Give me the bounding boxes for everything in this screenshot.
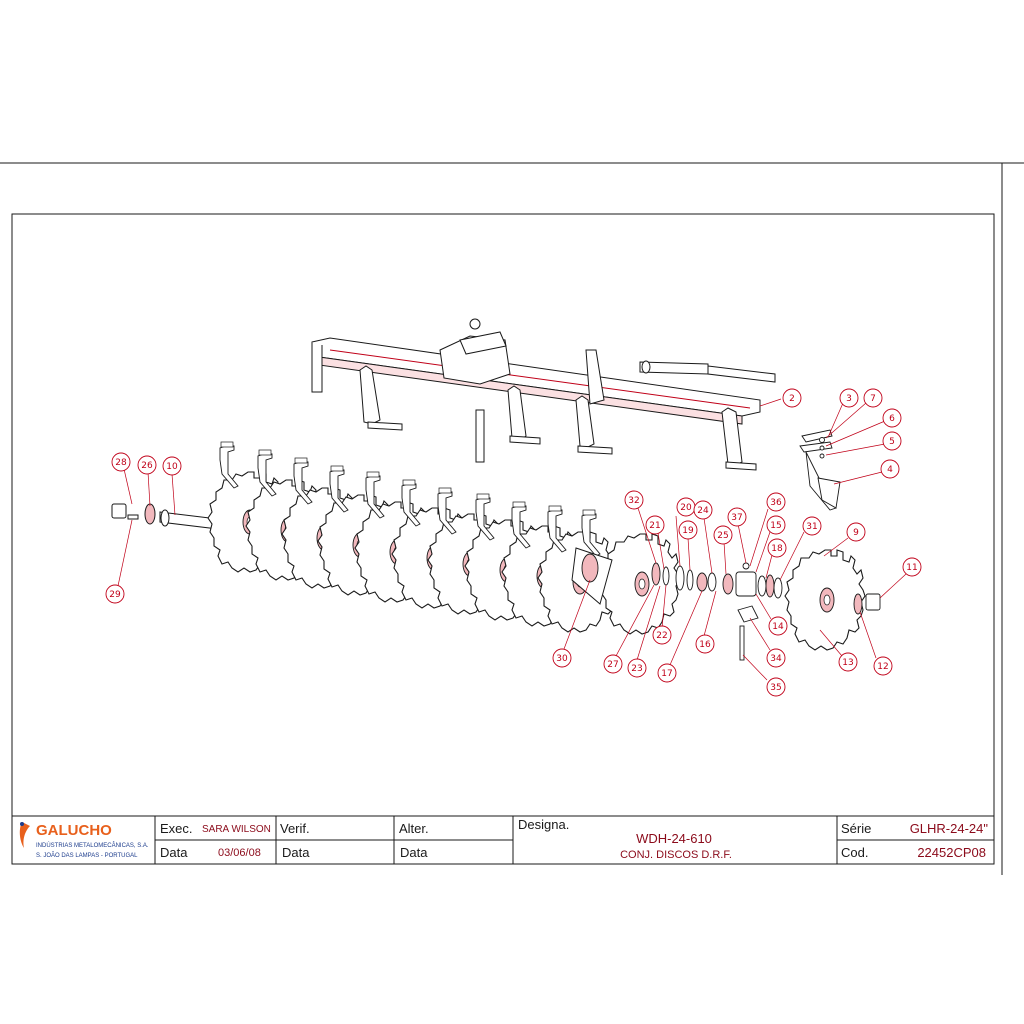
callout-label: 5 — [889, 437, 895, 447]
company-line-2: S. JOÃO DAS LAMPAS - PORTUGAL — [36, 852, 138, 859]
callout-label: 13 — [842, 658, 853, 668]
callout-21: 21 — [645, 515, 665, 535]
callout-label: 14 — [772, 622, 784, 632]
callout-label: 30 — [556, 654, 568, 664]
data-value-1: 03/06/08 — [218, 847, 261, 859]
callout-16: 16 — [695, 634, 715, 654]
callout-label: 25 — [717, 531, 728, 541]
callout-6: 6 — [882, 408, 902, 428]
callout-label: 3 — [846, 394, 852, 404]
callout-label: 20 — [680, 503, 692, 513]
callout-13: 13 — [838, 652, 858, 672]
callout-label: 24 — [697, 506, 709, 516]
callout-23: 23 — [627, 658, 647, 678]
callout-5: 5 — [882, 431, 902, 451]
callout-32: 32 — [624, 490, 644, 510]
data-label-2: Data — [282, 845, 310, 860]
callout-2: 2 — [782, 388, 802, 408]
cod-label: Cod. — [841, 845, 868, 860]
callout-11: 11 — [902, 557, 922, 577]
callout-label: 6 — [889, 414, 895, 424]
callout-label: 15 — [770, 521, 781, 531]
leader-lines — [117, 398, 907, 681]
callout-14: 14 — [768, 616, 788, 636]
callout-29: 29 — [105, 584, 125, 604]
callout-7: 7 — [863, 388, 883, 408]
toolbar-frame — [311, 318, 776, 471]
callout-19: 19 — [678, 520, 698, 540]
callout-36: 36 — [766, 492, 786, 512]
company-line-1: INDÚSTRIAS METALOMECÂNICAS, S.A. — [36, 842, 149, 849]
callout-4: 4 — [880, 459, 900, 479]
serie-label: Série — [841, 821, 871, 836]
callout-label: 17 — [661, 669, 672, 679]
callout-24: 24 — [693, 500, 713, 520]
verif-label: Verif. — [280, 821, 310, 836]
callout-label: 28 — [115, 458, 127, 468]
callout-label: 2 — [789, 394, 795, 404]
scraper-assembly — [799, 429, 841, 511]
callout-label: 9 — [853, 528, 859, 538]
cod-value: 22452CP08 — [917, 845, 986, 860]
exec-label: Exec. — [160, 821, 193, 836]
callout-label: 4 — [887, 465, 893, 475]
callout-37: 37 — [727, 507, 747, 527]
callout-label: 22 — [656, 631, 667, 641]
disc-gang — [207, 441, 866, 651]
serie-value: GLHR-24-24" — [910, 821, 989, 836]
callout-12: 12 — [873, 656, 893, 676]
callout-label: 18 — [771, 544, 783, 554]
callout-31: 31 — [802, 516, 822, 536]
callout-label: 10 — [166, 462, 178, 472]
callout-28: 28 — [111, 452, 131, 472]
callout-30: 30 — [552, 648, 572, 668]
callout-label: 23 — [631, 664, 642, 674]
callout-25: 25 — [713, 525, 733, 545]
callout-18: 18 — [767, 538, 787, 558]
designa-value-2: CONJ. DISCOS D.R.F. — [620, 849, 732, 861]
callout-label: 12 — [877, 662, 888, 672]
callout-label: 16 — [699, 640, 711, 650]
callout-label: 32 — [628, 496, 639, 506]
callout-label: 27 — [607, 660, 618, 670]
callout-label: 26 — [141, 461, 153, 471]
callout-label: 36 — [770, 498, 782, 508]
callout-3: 3 — [839, 388, 859, 408]
designa-value-1: WDH-24-610 — [636, 831, 712, 846]
callout-label: 35 — [770, 683, 781, 693]
logo-text: GALUCHO — [36, 822, 112, 839]
callout-label: 19 — [682, 526, 694, 536]
callout-label: 29 — [109, 590, 121, 600]
callout-10: 10 — [162, 456, 182, 476]
callout-17: 17 — [657, 663, 677, 683]
callout-9: 9 — [846, 522, 866, 542]
alter-label: Alter. — [399, 821, 429, 836]
callout-22: 22 — [652, 625, 672, 645]
exec-value: SARA WILSON — [202, 824, 271, 835]
callout-label: 11 — [906, 563, 917, 573]
callout-27: 27 — [603, 654, 623, 674]
callout-label: 37 — [731, 513, 742, 523]
callout-20: 20 — [676, 497, 696, 517]
bearing-assembly — [651, 562, 881, 661]
callout-34: 34 — [766, 648, 786, 668]
company-logo: GALUCHO INDÚSTRIAS METALOMECÂNICAS, S.A.… — [19, 822, 149, 859]
callout-label: 34 — [770, 654, 782, 664]
callout-26: 26 — [137, 455, 157, 475]
title-block: GALUCHO INDÚSTRIAS METALOMECÂNICAS, S.A.… — [11, 815, 995, 865]
callout-label: 7 — [870, 394, 876, 404]
callout-35: 35 — [766, 677, 786, 697]
data-label-3: Data — [400, 845, 428, 860]
callout-label: 31 — [806, 522, 817, 532]
callout-label: 21 — [649, 521, 660, 531]
designa-label: Designa. — [518, 817, 569, 832]
data-label-1: Data — [160, 845, 188, 860]
callout-15: 15 — [766, 515, 786, 535]
